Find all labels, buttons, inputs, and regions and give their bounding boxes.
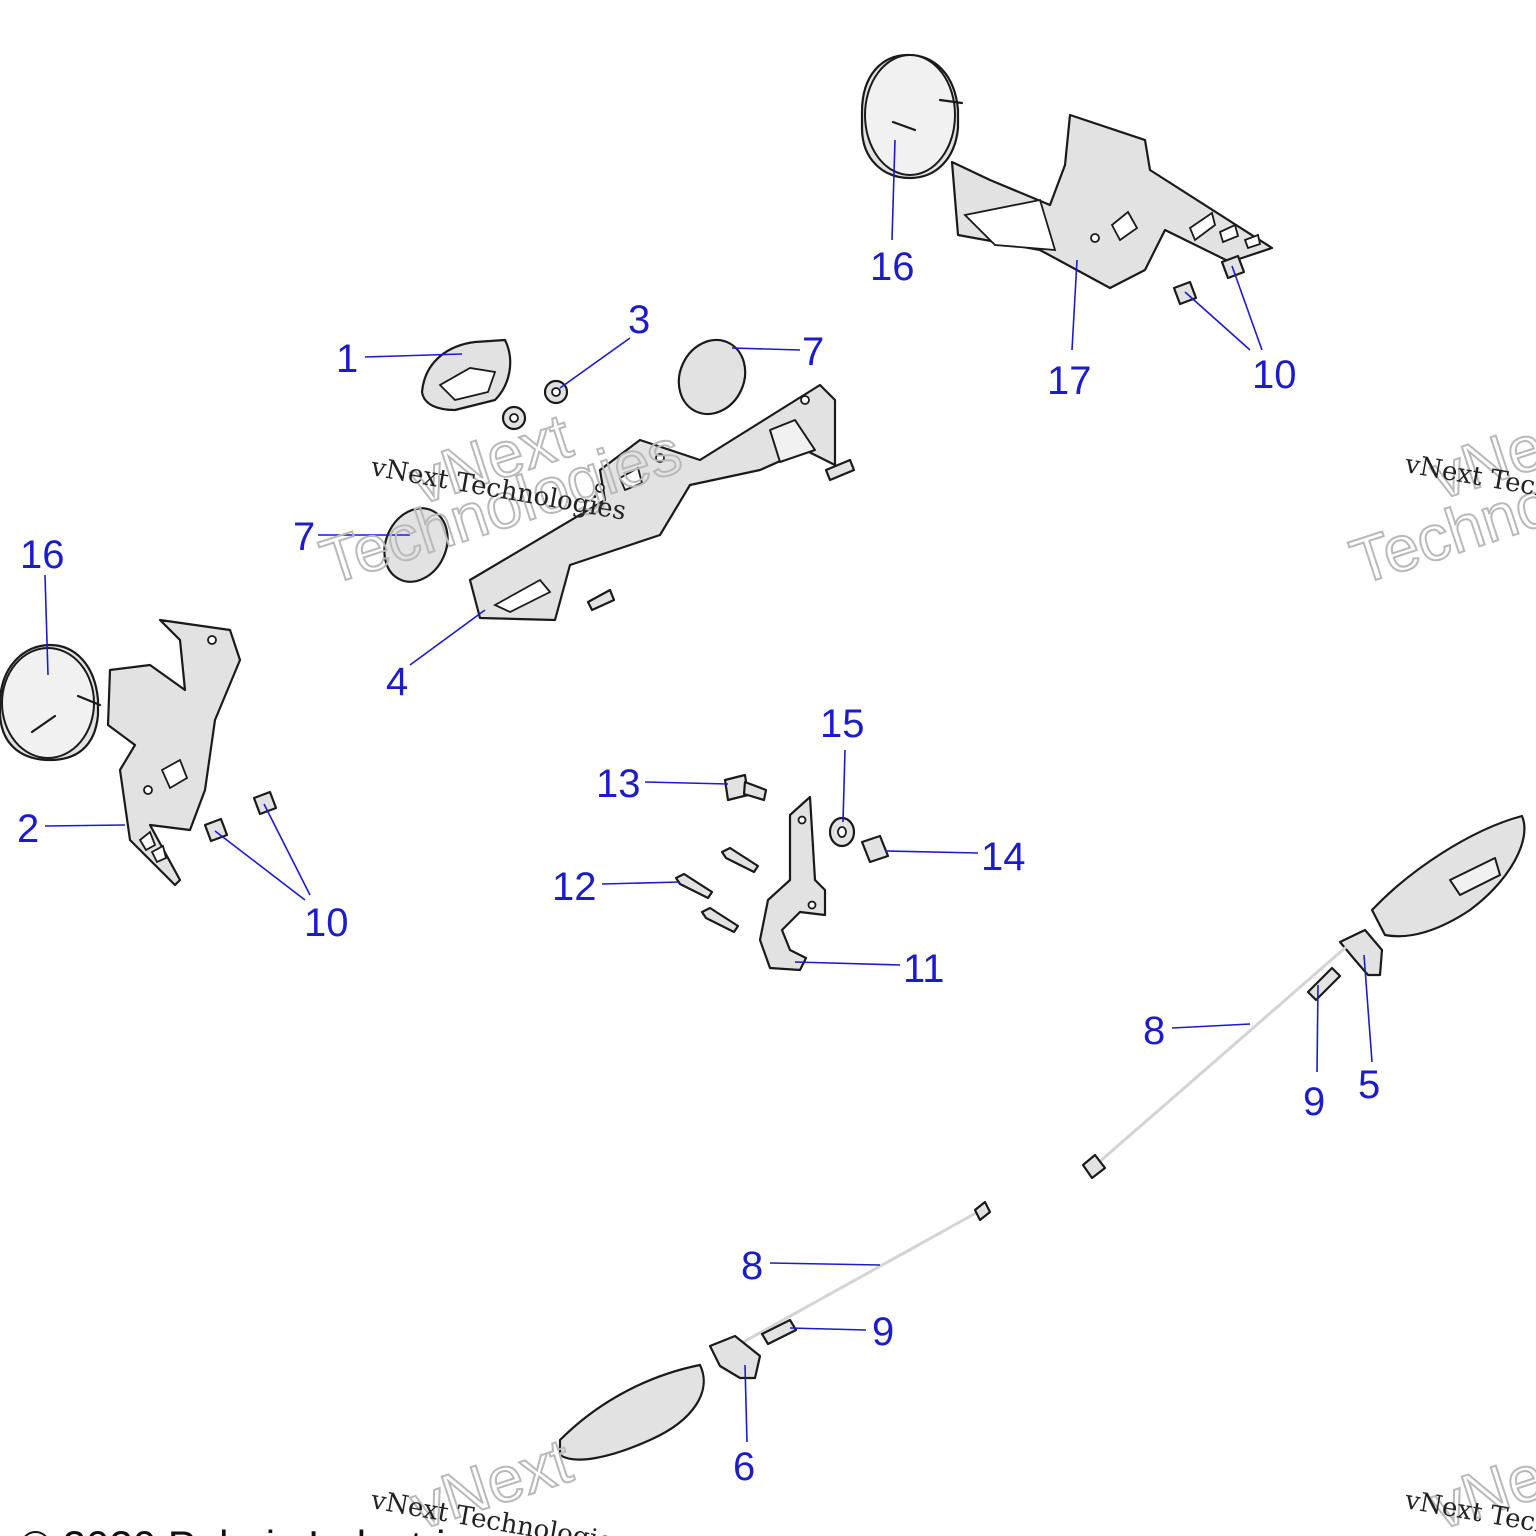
callout-8-right: 8: [1143, 1009, 1165, 1053]
callout-11: 11: [903, 947, 945, 991]
callout-17: 17: [1047, 359, 1092, 403]
part-11-hook-bracket: [758, 795, 827, 972]
part-4-plate-bracket: [468, 383, 837, 622]
part-bolts-bracket: [586, 458, 856, 612]
callout-5: 5: [1358, 1063, 1380, 1107]
callout-labels: 1 2 3 4 5 6 7 7 8 8 9 9 10 10 11 12 13 1…: [17, 245, 1380, 1489]
callout-9-left: 9: [872, 1310, 894, 1354]
callout-9-right: 9: [1303, 1080, 1325, 1124]
part-10-nuts-left: [203, 790, 278, 843]
part-14-nut: [860, 834, 890, 864]
callout-8-left: 8: [741, 1244, 763, 1288]
part-16-speaker-top: [860, 53, 964, 180]
callout-14: 14: [981, 835, 1026, 879]
callout-16-top: 16: [870, 245, 915, 289]
part-2-bracket: [106, 618, 242, 887]
watermark-bottom: vNext vNext Technologies vNext vNext Tec…: [368, 1423, 1536, 1536]
part-1-light-housing: [420, 338, 512, 412]
leader-lines: [44, 139, 1373, 1443]
part-12-bolts: [674, 846, 760, 934]
part-turn-signal-left: [558, 1200, 992, 1461]
part-turn-signal-right: [1081, 814, 1526, 1180]
part-13-bolt: [723, 773, 768, 802]
callout-16-left: 16: [20, 533, 65, 577]
watermark-right: vNext Technologies vNext Technologies: [1341, 393, 1536, 599]
part-7-reflectors: [383, 338, 747, 583]
part-16-speaker-left: [0, 643, 102, 762]
callout-12: 12: [552, 865, 597, 909]
part-15-washer: [828, 816, 856, 848]
callout-7-top: 7: [802, 330, 824, 374]
callout-2: 2: [17, 807, 39, 851]
callout-6: 6: [733, 1445, 755, 1489]
callout-1: 1: [336, 337, 358, 381]
copyright-notice: © 2020 Polaris Industries: [20, 1522, 490, 1536]
part-17-bracket: [950, 113, 1274, 290]
callout-10-top: 10: [1252, 353, 1297, 397]
callout-15: 15: [820, 702, 865, 746]
part-10-nuts-top: [1172, 254, 1246, 306]
callout-4: 4: [386, 660, 408, 704]
callout-3: 3: [628, 298, 650, 342]
callout-7-left: 7: [293, 515, 315, 559]
callout-13: 13: [596, 762, 641, 806]
callout-10-left: 10: [304, 901, 349, 945]
part-3-grommets: [501, 379, 569, 431]
